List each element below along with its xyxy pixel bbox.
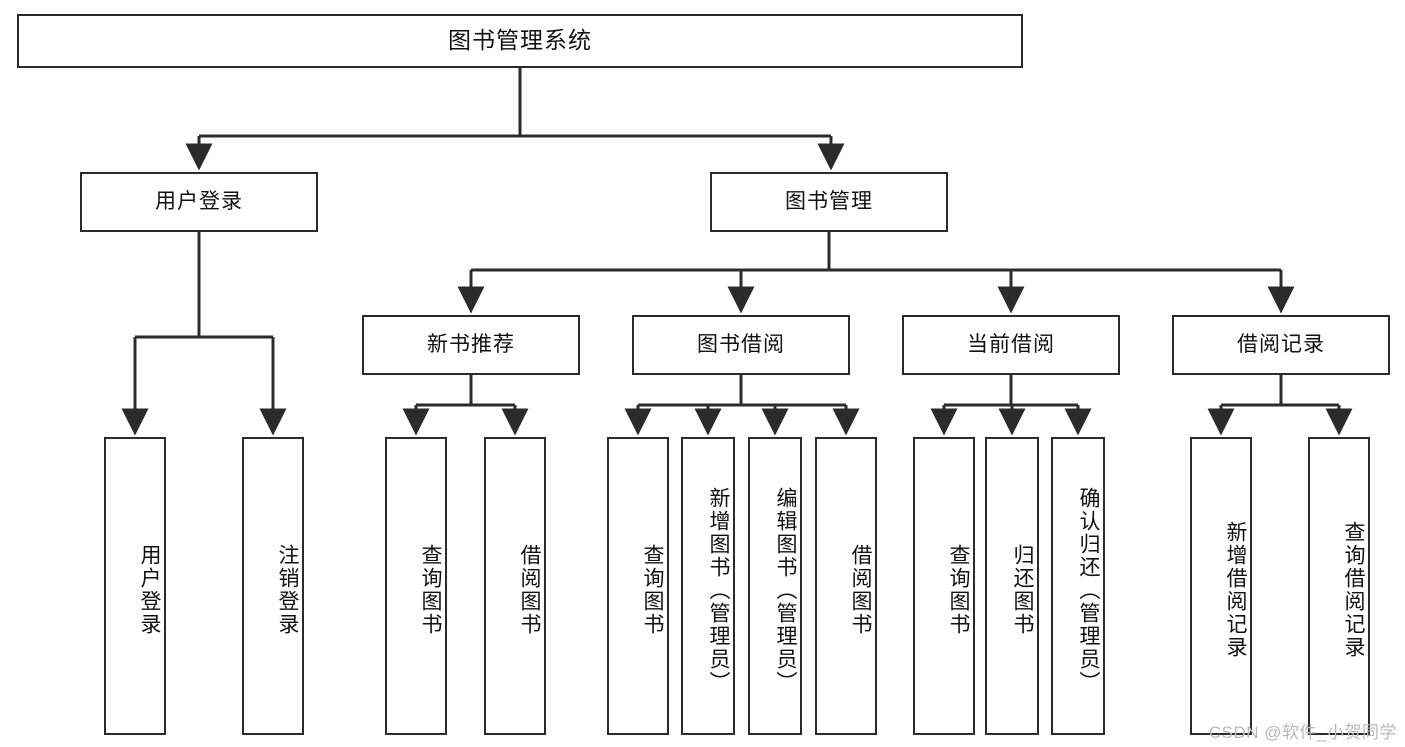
node-leaf-query-book-1[interactable]: 查询图书 [385,437,447,735]
node-book-manage[interactable]: 图书管理 [710,172,948,232]
node-new-book-rec[interactable]: 新书推荐 [362,315,580,375]
node-leaf-user-login-label: 用户登录 [138,544,161,636]
node-leaf-borrow-book-1[interactable]: 借阅图书 [484,437,546,735]
node-leaf-query-book-2[interactable]: 查询图书 [607,437,669,735]
node-current-borrow-label: 当前借阅 [967,333,1055,357]
node-leaf-query-book-3[interactable]: 查询图书 [913,437,975,735]
node-book-manage-label: 图书管理 [785,190,873,214]
node-leaf-logout-label: 注销登录 [276,544,299,636]
node-leaf-edit-book-label: 编辑图书（管理员） [774,486,797,694]
node-leaf-add-book[interactable]: 新增图书（管理员） [681,437,735,735]
node-leaf-return-book[interactable]: 归还图书 [985,437,1039,735]
node-root[interactable]: 图书管理系统 [17,14,1023,68]
watermark: CSDN @软件_小贺同学 [1208,723,1397,742]
node-book-borrow-label: 图书借阅 [697,333,785,357]
node-book-borrow[interactable]: 图书借阅 [632,315,850,375]
node-leaf-borrow-book-1-label: 借阅图书 [518,544,541,636]
node-leaf-confirm-return-label: 确认归还（管理员） [1077,486,1100,694]
node-leaf-borrow-book-2[interactable]: 借阅图书 [815,437,877,735]
node-leaf-query-record-label: 查询借阅记录 [1342,521,1365,659]
node-borrow-record-label: 借阅记录 [1237,333,1325,357]
node-leaf-edit-book[interactable]: 编辑图书（管理员） [748,437,802,735]
node-leaf-borrow-book-2-label: 借阅图书 [849,544,872,636]
node-current-borrow[interactable]: 当前借阅 [902,315,1120,375]
node-leaf-query-book-3-label: 查询图书 [947,544,970,636]
node-borrow-record[interactable]: 借阅记录 [1172,315,1390,375]
node-root-label: 图书管理系统 [448,27,592,54]
node-user-login-label: 用户登录 [155,190,243,214]
node-new-book-rec-label: 新书推荐 [427,333,515,357]
node-user-login[interactable]: 用户登录 [80,172,318,232]
node-leaf-logout[interactable]: 注销登录 [242,437,304,735]
node-leaf-query-record[interactable]: 查询借阅记录 [1308,437,1370,735]
node-leaf-confirm-return[interactable]: 确认归还（管理员） [1051,437,1105,735]
node-leaf-add-book-label: 新增图书（管理员） [707,486,730,694]
node-leaf-query-book-1-label: 查询图书 [419,544,442,636]
node-leaf-query-book-2-label: 查询图书 [641,544,664,636]
node-leaf-return-book-label: 归还图书 [1011,544,1034,636]
node-leaf-add-record-label: 新增借阅记录 [1224,521,1247,659]
node-leaf-add-record[interactable]: 新增借阅记录 [1190,437,1252,735]
node-leaf-user-login[interactable]: 用户登录 [104,437,166,735]
